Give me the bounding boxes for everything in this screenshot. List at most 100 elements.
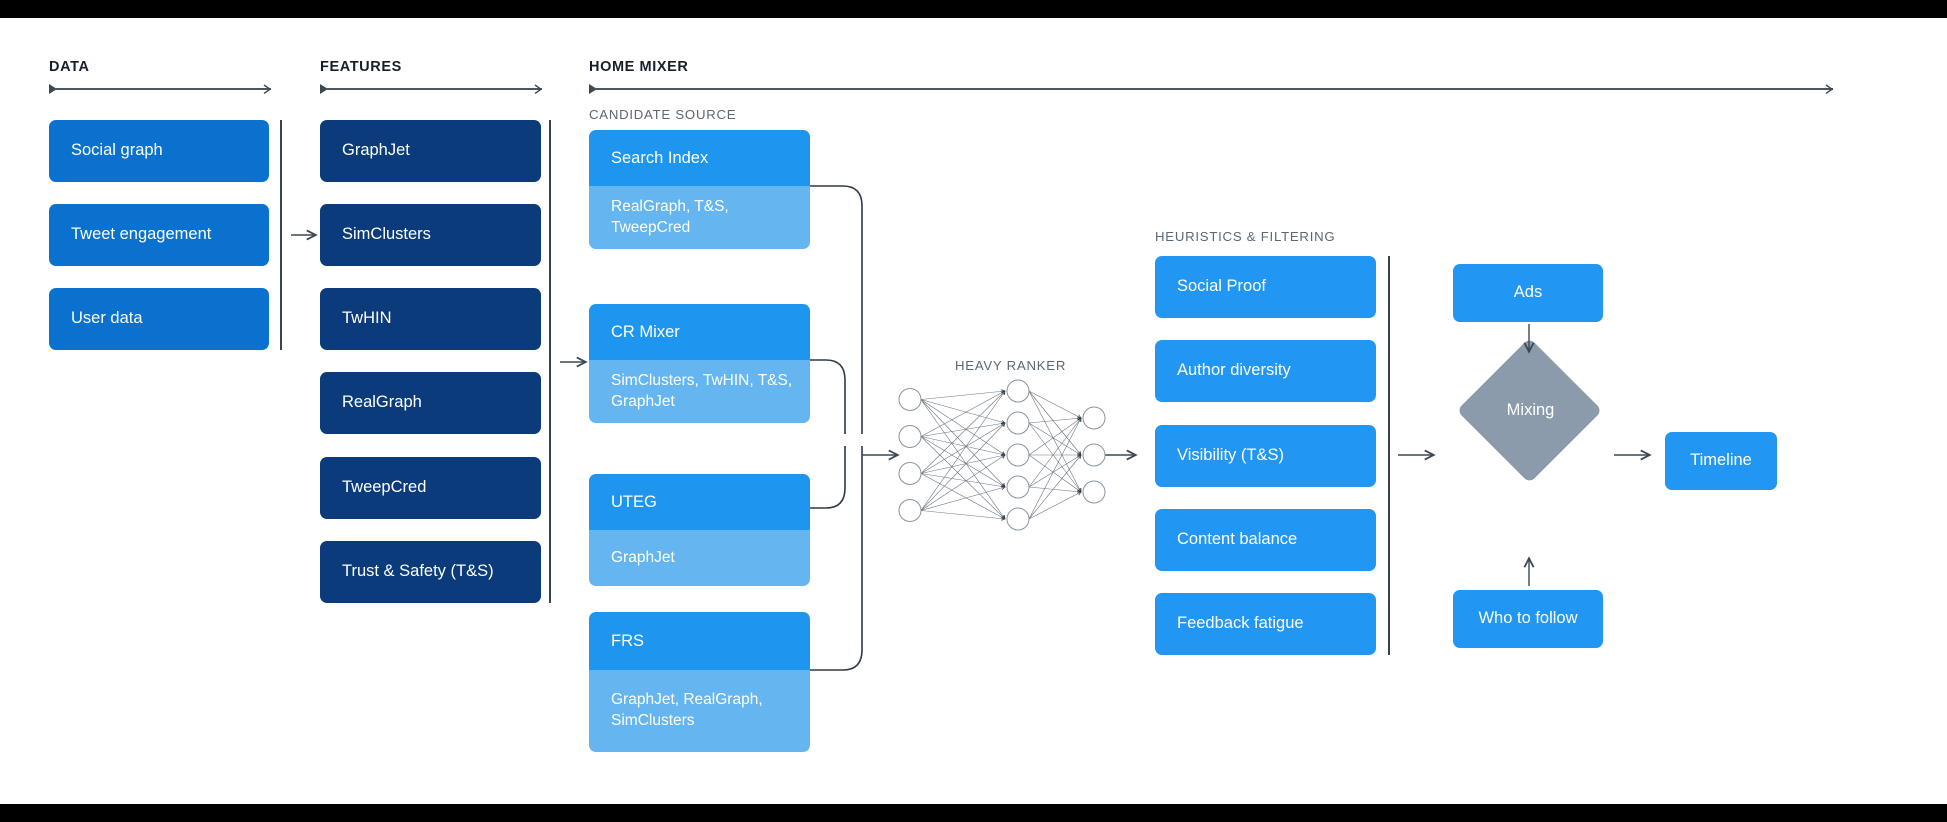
network-edge — [920, 399, 1006, 425]
rule-arrowhead-icon — [263, 83, 272, 94]
candidate-source-features: GraphJet — [611, 548, 675, 566]
rule-start-triangle-icon — [49, 84, 57, 94]
network-edge — [1028, 486, 1082, 494]
feature-card-label: GraphJet — [342, 141, 410, 160]
candidate-source-card-search-index[interactable]: Search Index RealGraph, T&S, TweepCred — [589, 130, 810, 249]
candidate-source-features: SimClusters, TwHIN, T&S, GraphJet — [611, 371, 793, 410]
heuristic-card-feedback-fatigue[interactable]: Feedback fatigue — [1155, 593, 1376, 655]
data-card-social-graph[interactable]: Social graph — [49, 120, 269, 182]
network-node — [1006, 379, 1030, 403]
network-node — [1006, 475, 1030, 499]
feature-card-trust-and-safety[interactable]: Trust & Safety (T&S) — [320, 541, 541, 603]
candidate-source-name: CR Mixer — [611, 322, 680, 341]
network-edge — [920, 510, 1006, 521]
network-edge — [1028, 417, 1082, 456]
candidate-source-features: GraphJet, RealGraph, SimClusters — [611, 691, 763, 729]
candidate-source-body: SimClusters, TwHIN, T&S, GraphJet — [589, 360, 810, 423]
network-edge — [1028, 454, 1082, 488]
candidate-source-header: Search Index — [589, 130, 810, 186]
candidate-source-name: FRS — [611, 631, 644, 650]
feature-card-realgraph[interactable]: RealGraph — [320, 372, 541, 434]
network-edge — [1028, 390, 1082, 493]
network-edge — [920, 389, 1006, 400]
heuristic-card-social-proof[interactable]: Social Proof — [1155, 256, 1376, 318]
section-header-home-mixer: HOME MIXER — [589, 59, 1834, 94]
connector-search-index-to-ranker — [810, 185, 863, 434]
candidate-source-card-uteg[interactable]: UTEG GraphJet — [589, 474, 810, 586]
section-title-features: FEATURES — [320, 59, 402, 75]
output-card-label: Ads — [1513, 283, 1543, 302]
output-card-timeline[interactable]: Timeline — [1665, 432, 1777, 490]
heuristic-card-label: Author diversity — [1177, 361, 1291, 380]
network-edge — [920, 399, 1006, 520]
heuristic-card-content-balance[interactable]: Content balance — [1155, 509, 1376, 571]
data-card-label: Social graph — [71, 141, 163, 160]
network-edge — [920, 390, 1006, 437]
connector-cr-mixer-to-ranker — [810, 359, 846, 434]
network-edge — [1028, 417, 1082, 520]
network-edge — [920, 453, 1006, 474]
network-edge — [920, 399, 1006, 456]
network-edge — [1028, 416, 1082, 424]
network-edge — [920, 473, 1006, 489]
heuristic-card-label: Social Proof — [1177, 277, 1266, 296]
network-node — [1082, 443, 1106, 467]
output-card-who-to-follow[interactable]: Who to follow — [1453, 590, 1603, 648]
output-card-label: Timeline — [1690, 451, 1752, 470]
network-edge — [1028, 390, 1082, 456]
candidate-source-body: RealGraph, T&S, TweepCred — [589, 186, 810, 249]
candidate-source-card-frs[interactable]: FRS GraphJet, RealGraph, SimClusters — [589, 612, 810, 752]
candidate-source-name: Search Index — [611, 148, 709, 167]
network-edge — [920, 422, 1006, 511]
data-card-user-data[interactable]: User data — [49, 288, 269, 350]
feature-card-twhin[interactable]: TwHIN — [320, 288, 541, 350]
data-card-tweet-engagement[interactable]: Tweet engagement — [49, 204, 269, 266]
network-node — [1006, 507, 1030, 531]
connector-uteg-to-ranker — [810, 446, 846, 509]
network-edge — [1028, 417, 1082, 488]
candidate-source-header: FRS — [589, 612, 810, 670]
network-edge — [920, 454, 1006, 511]
network-edge — [1028, 390, 1082, 419]
divider-data-features — [280, 120, 282, 350]
network-edge — [920, 436, 1006, 520]
network-edge — [920, 436, 1006, 457]
candidate-source-name: UTEG — [611, 492, 657, 511]
network-edge — [920, 399, 1006, 488]
network-edge — [920, 485, 1006, 511]
heavy-ranker-network — [898, 379, 1106, 531]
section-header-features: FEATURES — [320, 59, 543, 94]
heuristic-card-label: Visibility (T&S) — [1177, 446, 1284, 465]
heuristic-card-visibility[interactable]: Visibility (T&S) — [1155, 425, 1376, 487]
network-edge — [920, 390, 1006, 474]
candidate-source-body: GraphJet, RealGraph, SimClusters — [589, 670, 810, 752]
feature-card-tweepcred[interactable]: TweepCred — [320, 457, 541, 519]
network-edge — [920, 473, 1006, 520]
rule-arrowhead-icon — [1825, 83, 1834, 94]
feature-card-graphjet[interactable]: GraphJet — [320, 120, 541, 182]
network-edge — [920, 421, 1006, 437]
network-node — [1082, 480, 1106, 504]
rule-start-triangle-icon — [320, 84, 328, 94]
connector-frs-to-ranker — [810, 446, 863, 671]
feature-card-simclusters[interactable]: SimClusters — [320, 204, 541, 266]
rule-line — [327, 88, 542, 90]
subsection-title-heuristics: HEURISTICS & FILTERING — [1155, 229, 1336, 244]
rule-arrowhead-icon — [534, 83, 543, 94]
candidate-source-features: RealGraph, T&S, TweepCred — [611, 197, 729, 236]
candidate-source-card-cr-mixer[interactable]: CR Mixer SimClusters, TwHIN, T&S, GraphJ… — [589, 304, 810, 423]
network-node — [898, 462, 922, 485]
network-edge — [920, 436, 1006, 488]
network-node — [898, 425, 922, 448]
feature-card-label: Trust & Safety (T&S) — [342, 562, 494, 581]
network-edge — [1028, 491, 1082, 520]
network-edge — [1028, 422, 1082, 456]
output-card-ads[interactable]: Ads — [1453, 264, 1603, 322]
section-title-home-mixer: HOME MIXER — [589, 59, 689, 75]
heuristic-card-author-diversity[interactable]: Author diversity — [1155, 340, 1376, 402]
candidate-source-header: CR Mixer — [589, 304, 810, 360]
candidate-source-body: GraphJet — [589, 530, 810, 586]
network-node — [1006, 443, 1030, 467]
